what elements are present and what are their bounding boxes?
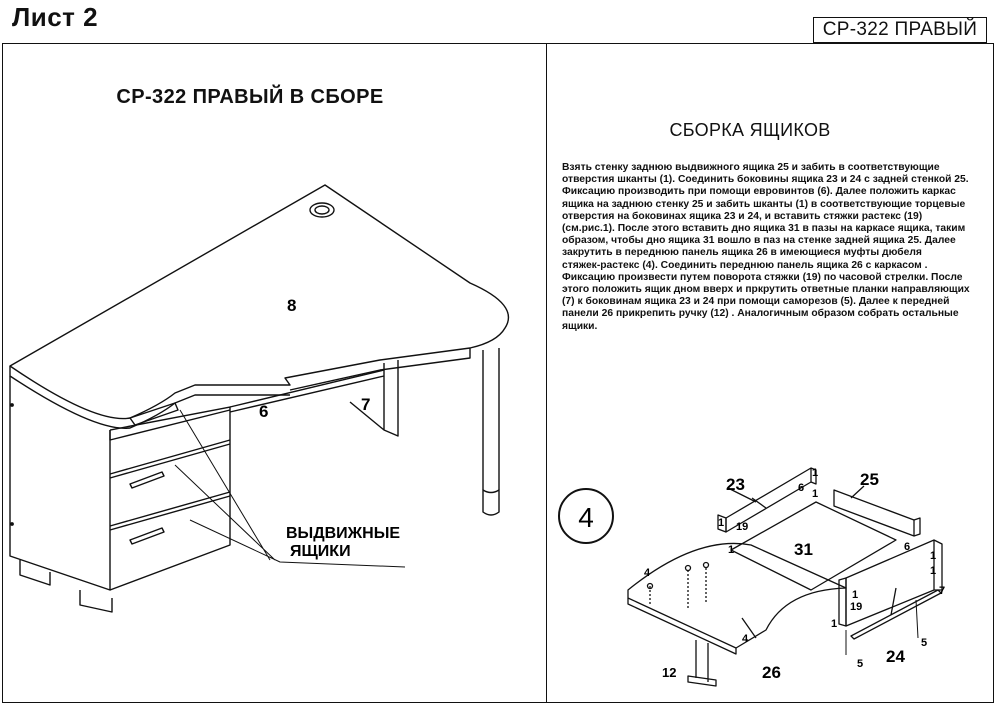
instruction-line: этого положить ящик дном вверх и пркрути… (562, 284, 970, 296)
label-side-right: 24 (886, 647, 905, 666)
cable-grommet (309, 202, 335, 218)
sheet-label: Лист 2 (12, 2, 99, 32)
shelf (229, 369, 385, 413)
label-coupling: 4 (644, 567, 651, 579)
label-dowel: 1 (831, 618, 837, 630)
drawer-side-right (845, 539, 935, 627)
model-tag: СР-322 ПРАВЫЙ (813, 17, 987, 43)
table-leg (482, 348, 500, 490)
instruction-line: Фиксацию произвести путем поворота стяжк… (562, 271, 963, 283)
label-dowel: 1 (852, 589, 858, 601)
label-dowel: 1 (812, 467, 818, 479)
callout-drawers-line1: ВЫДВИЖНЫЕ (286, 525, 400, 542)
label-screw: 6 (798, 482, 804, 494)
instruction-line: ящики. (562, 320, 598, 332)
instruction-line: (см.рис.1). После этого вставить дно ящи… (562, 223, 966, 235)
instruction-line: (7) к боковинам ящика 23 и 24 при помощи… (562, 296, 950, 308)
drawer-exploded-diagram: 4 23 25 31 24 26 12 1 1 1 (558, 467, 945, 687)
label-dowel: 1 (930, 550, 936, 562)
instruction-line: стяжек-растекс (4). Соединить переднюю п… (562, 259, 928, 271)
callout-drawers-line2: ЯЩИКИ (290, 543, 351, 560)
label-screw: 6 (904, 541, 910, 553)
part-label-top: 8 (287, 296, 296, 315)
label-dowel: 1 (728, 544, 734, 556)
label-handle: 12 (662, 665, 676, 680)
desk-drawing: 8 6 7 ВЫДВИЖНЫЕ ЯЩИКИ (9, 184, 510, 613)
label-dowel: 1 (718, 517, 724, 529)
instruction-line: ящика на заднюю стенку 25 и забить шкант… (562, 198, 966, 210)
drawer-front (627, 542, 847, 649)
label-screw: 5 (857, 658, 863, 670)
instruction-line: Взять стенку заднюю выдвижного ящика 25 … (562, 162, 940, 173)
page-frame (2, 43, 994, 703)
plinth (19, 560, 51, 586)
instruction-line: образом, чтобы дно ящика 31 вошло в паз … (562, 235, 956, 247)
assembled-title: СР-322 ПРАВЫЙ В СБОРЕ (116, 86, 384, 108)
label-side-left: 23 (726, 475, 745, 494)
assembly-instructions: Взять стенку заднюю выдвижного ящика 25 … (562, 162, 972, 333)
instruction-line: Фиксацию производить при помощи евровинт… (562, 186, 956, 198)
part-label-side: 7 (361, 395, 370, 414)
drawer-assembly-title: СБОРКА ЯЩИКОВ (669, 120, 831, 140)
panel-divider (546, 43, 547, 703)
label-dowel: 1 (812, 488, 818, 500)
label-rail: 7 (939, 585, 945, 597)
label-tie: 19 (736, 521, 748, 533)
instruction-line: закрутить в переднюю панель ящика 26 в и… (562, 247, 922, 259)
label-tie: 19 (850, 601, 862, 613)
side-panel (349, 360, 399, 437)
part-label-shelf: 6 (259, 402, 268, 421)
drawer-handle (129, 471, 165, 489)
figure-number-circle (558, 488, 614, 544)
drawer-bottom (730, 501, 897, 591)
label-coupling: 4 (742, 633, 749, 645)
drawer-handle (129, 527, 165, 545)
instruction-line: отверстия на боковинах ящика 23 и 24, и … (562, 210, 923, 222)
label-back: 25 (860, 470, 879, 489)
drawer-handle (687, 640, 717, 687)
instruction-line: панели 26 прикрепить ручку (12) . Аналог… (562, 308, 959, 320)
label-bottom: 31 (794, 540, 813, 559)
figure-number: 4 (578, 502, 594, 533)
label-dowel: 1 (930, 565, 936, 577)
pedestal (9, 376, 111, 591)
label-front: 26 (762, 663, 781, 682)
tabletop (9, 184, 510, 420)
label-screw: 5 (921, 637, 927, 649)
instruction-line: отверстия шканты (1). Соединить боковины… (562, 174, 969, 186)
slide-rail (850, 589, 942, 640)
